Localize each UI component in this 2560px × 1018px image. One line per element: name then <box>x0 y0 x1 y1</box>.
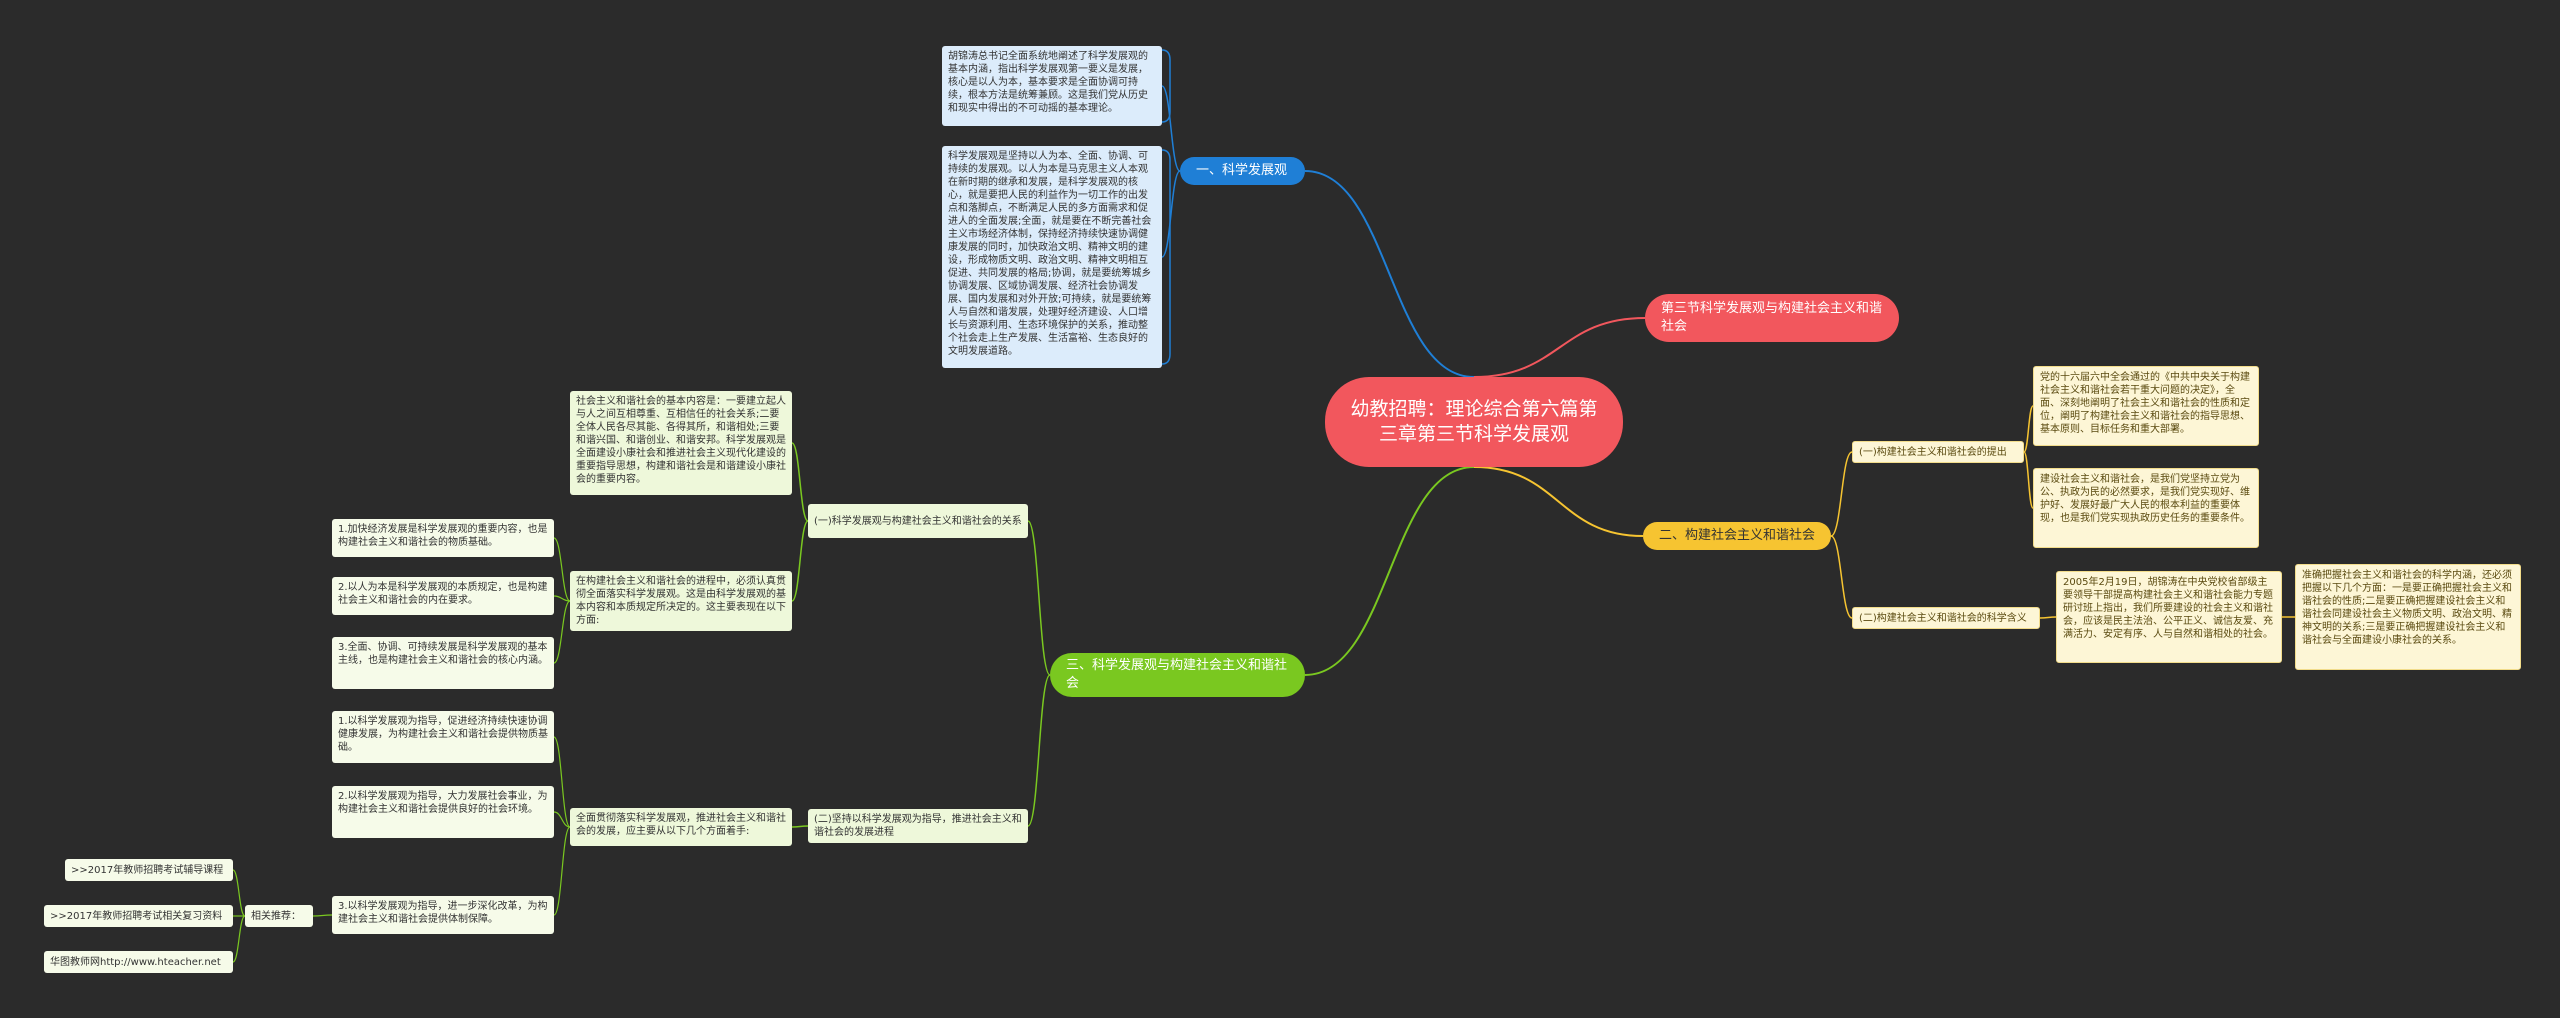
note-relationship-basic: 社会主义和谐社会的基本内容是：一要建立起人与人之间互相尊重、互相信任的社会关系;… <box>570 391 792 495</box>
link-intro-item2 <box>553 595 571 602</box>
link-three-s2 <box>1027 674 1051 827</box>
promote-item-1: 1.以科学发展观为指导，促进经济持续快速协调健康发展，为构建社会主义和谐社会提供… <box>332 711 554 763</box>
sub-harmonious-proposal[interactable]: (一)构建社会主义和谐社会的提出 <box>1852 441 2024 463</box>
recommend-link-materials[interactable]: >>2017年教师招聘考试相关复习资料 <box>44 905 233 927</box>
link-root-two <box>1473 466 1644 537</box>
link-intro-item1 <box>553 537 571 602</box>
link-pintro-item3 <box>553 826 571 916</box>
link-s1-basic <box>791 442 809 522</box>
note-scientific-outlook-intro: 胡锦涛总书记全面系统地阐述了科学发展观的基本内涵，指出科学发展观第一要义是发展，… <box>942 46 1162 126</box>
link-s2-intro <box>791 825 809 828</box>
link-pintro-item1 <box>553 736 571 828</box>
link-two-s2 <box>1830 535 1853 619</box>
link-rec-website <box>232 915 246 963</box>
link-s1-b <box>2023 451 2034 509</box>
link-root-three <box>1304 466 1475 676</box>
note-harmonious-decision: 党的十六届六中全会通过的《中共中央关于构建社会主义和谐社会若干重大问题的决定》，… <box>2033 366 2259 446</box>
link-one-note1 <box>1161 85 1181 172</box>
note-promote-intro: 全面贯彻落实科学发展观，推进社会主义和谐社会的发展，应主要从以下几个方面着手: <box>570 808 792 846</box>
bracket-one-note1 <box>1161 49 1171 123</box>
link-item3-recommend <box>312 914 333 917</box>
link-two-s1 <box>1830 451 1853 537</box>
relationship-item-3: 3.全面、协调、可持续发展是科学发展观的基本主线，也是构建社会主义和谐社会的核心… <box>332 637 554 689</box>
link-pintro-item2 <box>553 811 571 828</box>
relationship-item-2: 2.以人为本是科学发展观的本质规定，也是构建社会主义和谐社会的内在要求。 <box>332 577 554 615</box>
sub-promote-progress[interactable]: (二)坚持以科学发展观为指导，推进社会主义和谐社会的发展进程 <box>808 809 1028 843</box>
branch-harmonious-society[interactable]: 二、构建社会主义和谐社会 <box>1643 522 1831 550</box>
link-rec-course <box>232 869 246 917</box>
root-topic[interactable]: 幼教招聘：理论综合第六篇第三章第三节科学发展观 <box>1325 377 1623 467</box>
link-intro-item3 <box>553 600 571 664</box>
recommend-link-course[interactable]: >>2017年教师招聘考试辅导课程 <box>65 859 233 881</box>
relationship-item-1: 1.加快经济发展是科学发展观的重要内容，也是构建社会主义和谐社会的物质基础。 <box>332 519 554 557</box>
promote-item-2: 2.以科学发展观为指导，大力发展社会事业，为构建社会主义和谐社会提供良好的社会环… <box>332 786 554 838</box>
link-three-s1 <box>1027 520 1051 676</box>
note-harmonious-aspects: 准确把握社会主义和谐社会的科学内涵，还必须把握以下几个方面：一是要正确把握社会主… <box>2295 564 2521 670</box>
link-s1-intro <box>791 520 809 602</box>
note-harmonious-requirement: 建设社会主义和谐社会，是我们党坚持立党为公、执政为民的必然要求，是我们党实现好、… <box>2033 468 2259 548</box>
note-relationship-intro: 在构建社会主义和谐社会的进程中，必须认真贯彻全面落实科学发展观。这是由科学发展观… <box>570 571 792 631</box>
sub-harmonious-meaning[interactable]: (二)构建社会主义和谐社会的科学含义 <box>1852 607 2040 629</box>
branch-section-title[interactable]: 第三节科学发展观与构建社会主义和谐社会 <box>1645 294 1899 342</box>
recommend-label: 相关推荐： <box>245 905 313 927</box>
note-harmonious-speech: 2005年2月19日，胡锦涛在中央党校省部级主要领导干部提高构建社会主义和谐社会… <box>2056 571 2282 663</box>
recommend-link-website[interactable]: 华图教师网http://www.hteacher.net <box>44 951 233 973</box>
link-root-red <box>1473 317 1646 378</box>
sub-relationship[interactable]: (一)科学发展观与构建社会主义和谐社会的关系 <box>808 504 1028 538</box>
link-s1-a <box>2023 405 2034 453</box>
link-s2-c <box>2039 616 2057 619</box>
branch-outlook-and-society[interactable]: 三、科学发展观与构建社会主义和谐社会 <box>1050 653 1305 697</box>
note-scientific-outlook-detail: 科学发展观是坚持以人为本、全面、协调、可持续的发展观。以人为本是马克思主义人本观… <box>942 146 1162 368</box>
promote-item-3: 3.以科学发展观为指导，进一步深化改革，为构建社会主义和谐社会提供体制保障。 <box>332 896 554 934</box>
link-one-note2 <box>1161 170 1181 258</box>
link-root-one <box>1304 170 1475 378</box>
branch-scientific-outlook[interactable]: 一、科学发展观 <box>1180 157 1305 185</box>
bracket-one-note2 <box>1161 149 1171 365</box>
